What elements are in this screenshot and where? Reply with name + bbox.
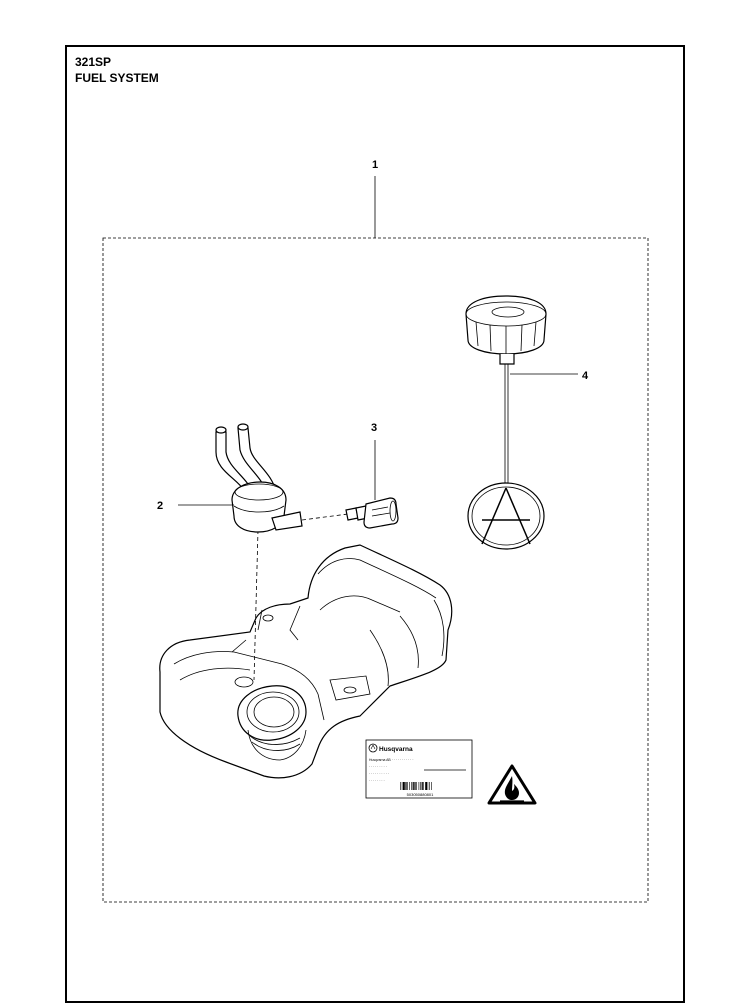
decal-line-1: Husqvarna AB · · · · · · · · · · ·	[369, 758, 413, 762]
section-title: FUEL SYSTEM	[75, 71, 159, 85]
model-number: 321SP	[75, 55, 112, 69]
callout-1[interactable]: 1	[372, 159, 378, 171]
barcode-bar	[416, 782, 417, 790]
decal-barcode	[400, 782, 432, 790]
barcode-bar	[425, 782, 427, 790]
husqvarna-logo-icon	[368, 743, 378, 753]
callout-3[interactable]: 3	[371, 422, 377, 434]
barcode-bar	[421, 782, 423, 790]
fuel-tank[interactable]	[159, 544, 453, 779]
barcode-bar	[427, 782, 429, 790]
kit-boundary	[102, 237, 649, 903]
barcode-bar	[407, 782, 408, 790]
callout-4[interactable]: 4	[582, 370, 589, 382]
barcode-bar	[409, 782, 410, 790]
decal-line-3: · · · · · · · · · ·	[369, 772, 389, 776]
barcode-bar	[414, 782, 416, 790]
barcode-bar	[412, 782, 414, 790]
barcode-bar	[418, 782, 420, 790]
fuel-filter[interactable]	[345, 497, 399, 529]
barcode-bar	[401, 782, 403, 790]
barcode-bar	[420, 782, 421, 790]
assembly-line-filter	[301, 513, 349, 521]
barcode-bar	[431, 782, 432, 790]
callout-2[interactable]: 2	[157, 500, 163, 512]
decal-line-4: · · · · · · · ·	[369, 779, 385, 783]
fuel-hose-grommet[interactable]	[215, 423, 303, 533]
decal-brand: Husqvarna	[379, 746, 413, 753]
barcode-bar	[423, 782, 424, 790]
tank-decal[interactable]: Husqvarna Husqvarna AB · · · · · · · · ·…	[365, 739, 473, 799]
barcode-bar	[405, 782, 407, 790]
barcode-bar	[429, 782, 430, 790]
decal-serial: 503050880801	[407, 792, 434, 797]
barcode-bar	[400, 782, 401, 790]
barcode-bar	[411, 782, 412, 790]
fuel-cap[interactable]	[465, 295, 547, 550]
flammable-warning-icon	[487, 764, 537, 805]
barcode-bar	[403, 782, 405, 790]
drawing-frame	[65, 45, 685, 1003]
decal-line-2: · · · · · · · · ·	[369, 765, 387, 769]
